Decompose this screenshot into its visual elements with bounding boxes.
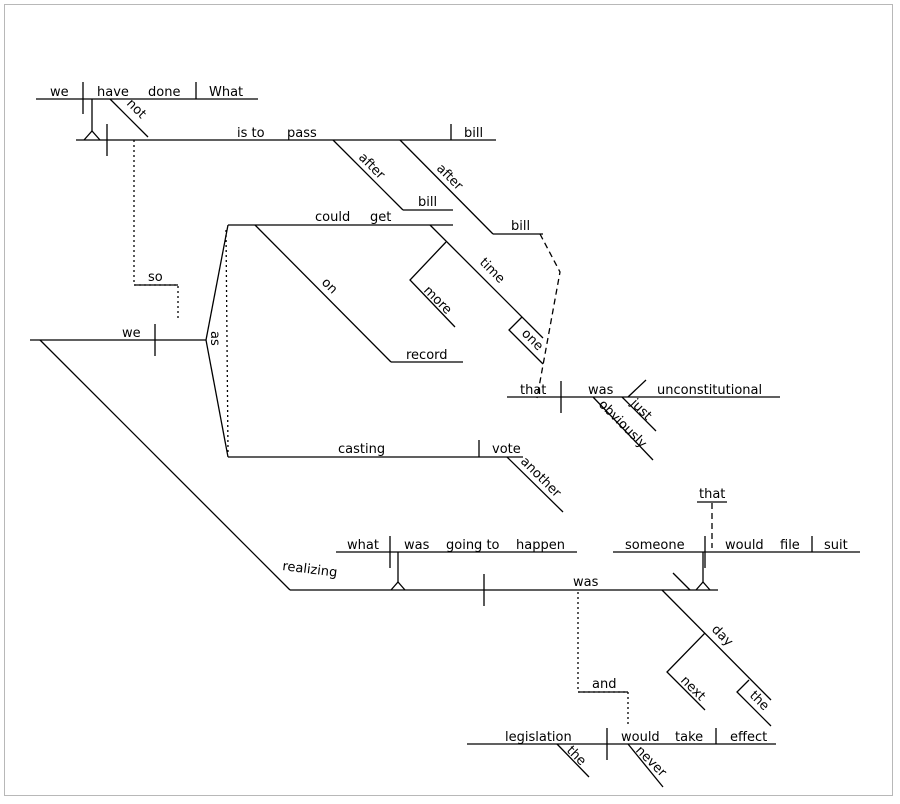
word-pass: pass — [287, 126, 317, 141]
word-would-2: would — [621, 730, 660, 745]
modifier-one — [508, 316, 544, 365]
word-would-1: would — [725, 538, 764, 553]
word-as: as — [207, 331, 222, 346]
modifier-never — [627, 743, 664, 788]
word-bill-3: bill — [511, 219, 530, 234]
word-not: not — [123, 96, 149, 122]
pedestal-someone-foot — [695, 581, 711, 591]
word-one: one — [518, 326, 546, 354]
word-unconstitutional: unconstitutional — [657, 383, 762, 398]
conjunction-connector-so — [133, 140, 179, 318]
word-legislation: legislation — [505, 730, 572, 745]
word-take: take — [675, 730, 703, 745]
word-was-1: was — [588, 383, 614, 398]
word-so: so — [148, 270, 163, 285]
word-could: could — [315, 210, 350, 225]
word-casting: casting — [338, 442, 385, 457]
word-the-1: the — [746, 688, 772, 714]
fork-upper — [205, 224, 229, 341]
complement-slash — [672, 572, 691, 591]
word-have: have — [97, 85, 129, 100]
conjunction-connector-and — [577, 592, 629, 727]
word-going-to: going to — [446, 538, 500, 553]
word-get: get — [370, 210, 391, 225]
modifier-the-1 — [736, 679, 772, 727]
word-the-2: the — [563, 743, 589, 769]
modifier-more — [409, 241, 456, 328]
word-we-top: we — [50, 85, 69, 100]
modifier-another — [506, 456, 564, 513]
word-that-2: that — [699, 487, 725, 502]
word-what-low: what — [347, 538, 379, 553]
modifier-just — [621, 396, 657, 432]
modifier-obviously — [592, 396, 654, 461]
modifier-next — [666, 632, 706, 711]
modifier-the-2 — [556, 743, 590, 778]
modifier-day-line — [661, 589, 772, 701]
word-day: day — [708, 622, 736, 650]
word-vote: vote — [492, 442, 521, 457]
fork-dotted-as — [225, 229, 229, 453]
word-done: done — [148, 85, 180, 100]
word-someone: someone — [625, 538, 685, 553]
pedestal-foot — [83, 130, 101, 141]
word-what-top: What — [209, 85, 243, 100]
word-just: just — [626, 396, 654, 424]
divider-was-unconstitutional — [627, 379, 647, 398]
prep-after-1 — [332, 139, 404, 211]
word-was-3: was — [573, 575, 599, 590]
word-suit: suit — [824, 538, 848, 553]
relative-connector-bill-that — [536, 233, 561, 399]
word-realizing: realizing — [282, 559, 339, 581]
word-file: file — [780, 538, 800, 553]
word-time: time — [476, 255, 507, 286]
fork-lower — [205, 339, 229, 458]
prep-on — [254, 224, 392, 363]
word-was-2: was — [404, 538, 430, 553]
pedestal-what-foot — [390, 581, 406, 591]
prep-after-2 — [399, 139, 494, 235]
word-is-to: is to — [237, 126, 265, 141]
word-happen: happen — [516, 538, 565, 553]
word-on: on — [318, 275, 340, 297]
word-never: never — [632, 743, 669, 780]
word-that-1: that — [520, 383, 546, 398]
diagram-frame — [4, 4, 893, 796]
word-another: another — [517, 454, 564, 501]
word-bill-2: bill — [418, 195, 437, 210]
object-time-line — [429, 224, 544, 339]
word-more: more — [420, 283, 454, 317]
participle-realizing-slant — [39, 339, 291, 591]
modifier-not — [109, 98, 149, 138]
word-next: next — [677, 673, 708, 704]
word-record: record — [406, 348, 448, 363]
word-we-main: we — [122, 326, 141, 341]
word-bill-1: bill — [464, 126, 483, 141]
word-and: and — [592, 677, 616, 692]
word-effect: effect — [730, 730, 767, 745]
